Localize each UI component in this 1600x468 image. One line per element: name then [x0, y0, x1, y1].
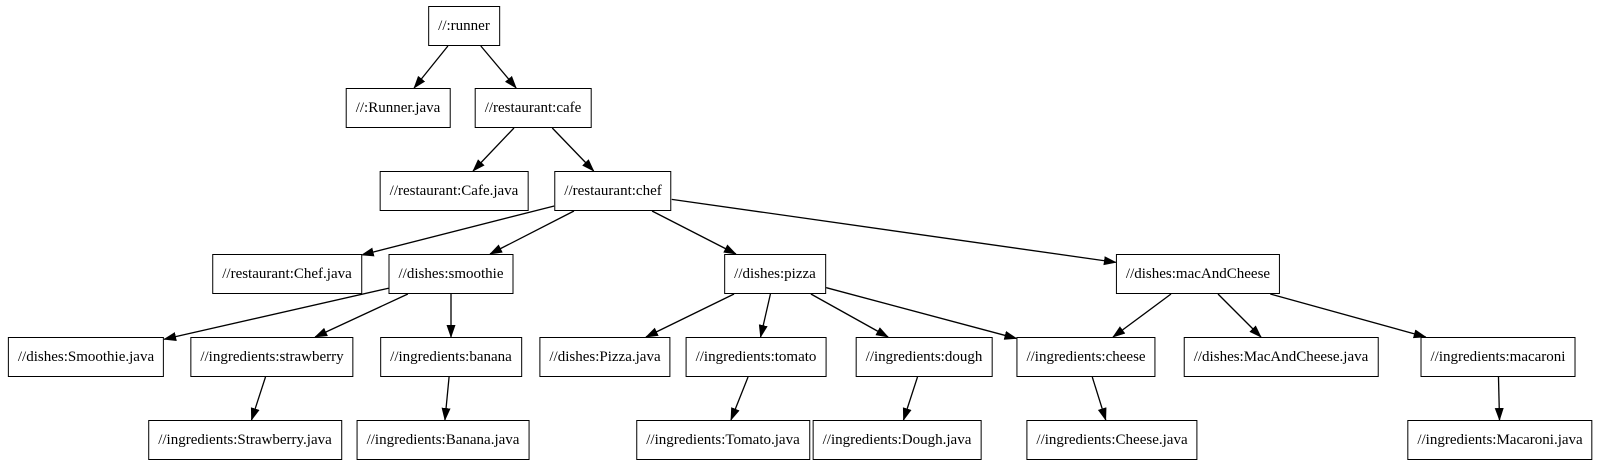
edge-dough-to-dough_java	[902, 376, 919, 421]
edge-cafe-to-chef	[551, 127, 595, 172]
node-macaroni: //ingredients:macaroni	[1420, 337, 1576, 377]
edge-pizza-to-cheese	[825, 286, 1018, 340]
node-tomato-java: //ingredients:Tomato.java	[636, 420, 810, 460]
node-runner: //:runner	[428, 6, 500, 46]
node-chef-java: //restaurant:Chef.java	[212, 254, 362, 294]
edge-chef-to-smoothie	[489, 210, 575, 255]
node-dough-java: //ingredients:Dough.java	[812, 420, 982, 460]
node-runner-java: //:Runner.java	[345, 88, 451, 128]
edge-macandcheese-to-cheese	[1112, 293, 1172, 338]
node-pizza: //dishes:pizza	[724, 254, 826, 294]
edge-pizza-to-tomato	[758, 293, 772, 338]
node-pizza-java: //dishes:Pizza.java	[539, 337, 671, 377]
node-dough: //ingredients:dough	[855, 337, 993, 377]
node-chef: //restaurant:chef	[554, 171, 672, 211]
edge-runner-to-runner_java	[413, 45, 449, 89]
edge-macandcheese-to-macaroni	[1270, 293, 1427, 339]
edge-strawberry-to-strawberry_java	[250, 376, 267, 421]
edge-runner-to-cafe	[480, 45, 517, 89]
edge-smoothie-to-smoothie_java	[163, 287, 389, 341]
edge-pizza-to-dough	[810, 293, 889, 338]
edge-banana-to-banana_java	[441, 376, 451, 421]
node-cheese: //ingredients:cheese	[1016, 337, 1156, 377]
edge-macandcheese-to-macandcheese_java	[1217, 293, 1262, 338]
node-macandcheese: //dishes:macAndCheese	[1115, 254, 1281, 294]
node-strawberry: //ingredients:strawberry	[190, 337, 354, 377]
node-cheese-java: //ingredients:Cheese.java	[1026, 420, 1198, 460]
node-macaroni-java: //ingredients:Macaroni.java	[1407, 420, 1593, 460]
edge-chef-to-chef_java	[360, 205, 555, 257]
node-macandcheese-java: //dishes:MacAndCheese.java	[1183, 337, 1379, 377]
edge-cheese-to-cheese_java	[1091, 376, 1107, 421]
node-banana-java: //ingredients:Banana.java	[356, 420, 530, 460]
edge-cafe-to-cafe_java	[472, 127, 515, 172]
node-banana: //ingredients:banana	[380, 337, 522, 377]
node-tomato: //ingredients:tomato	[685, 337, 827, 377]
node-cafe: //restaurant:cafe	[474, 88, 592, 128]
node-smoothie-java: //dishes:Smoothie.java	[7, 337, 165, 377]
edge-macaroni-to-macaroni_java	[1494, 376, 1504, 421]
node-smoothie: //dishes:smoothie	[388, 254, 514, 294]
edge-chef-to-macandcheese	[671, 198, 1117, 266]
node-strawberry-java: //ingredients:Strawberry.java	[148, 420, 342, 460]
edge-pizza-to-pizza_java	[645, 293, 735, 338]
node-cafe-java: //restaurant:Cafe.java	[379, 171, 529, 211]
edge-smoothie-to-strawberry	[314, 293, 409, 338]
edge-chef-to-pizza	[651, 210, 737, 255]
edge-tomato-to-tomato_java	[730, 376, 749, 421]
